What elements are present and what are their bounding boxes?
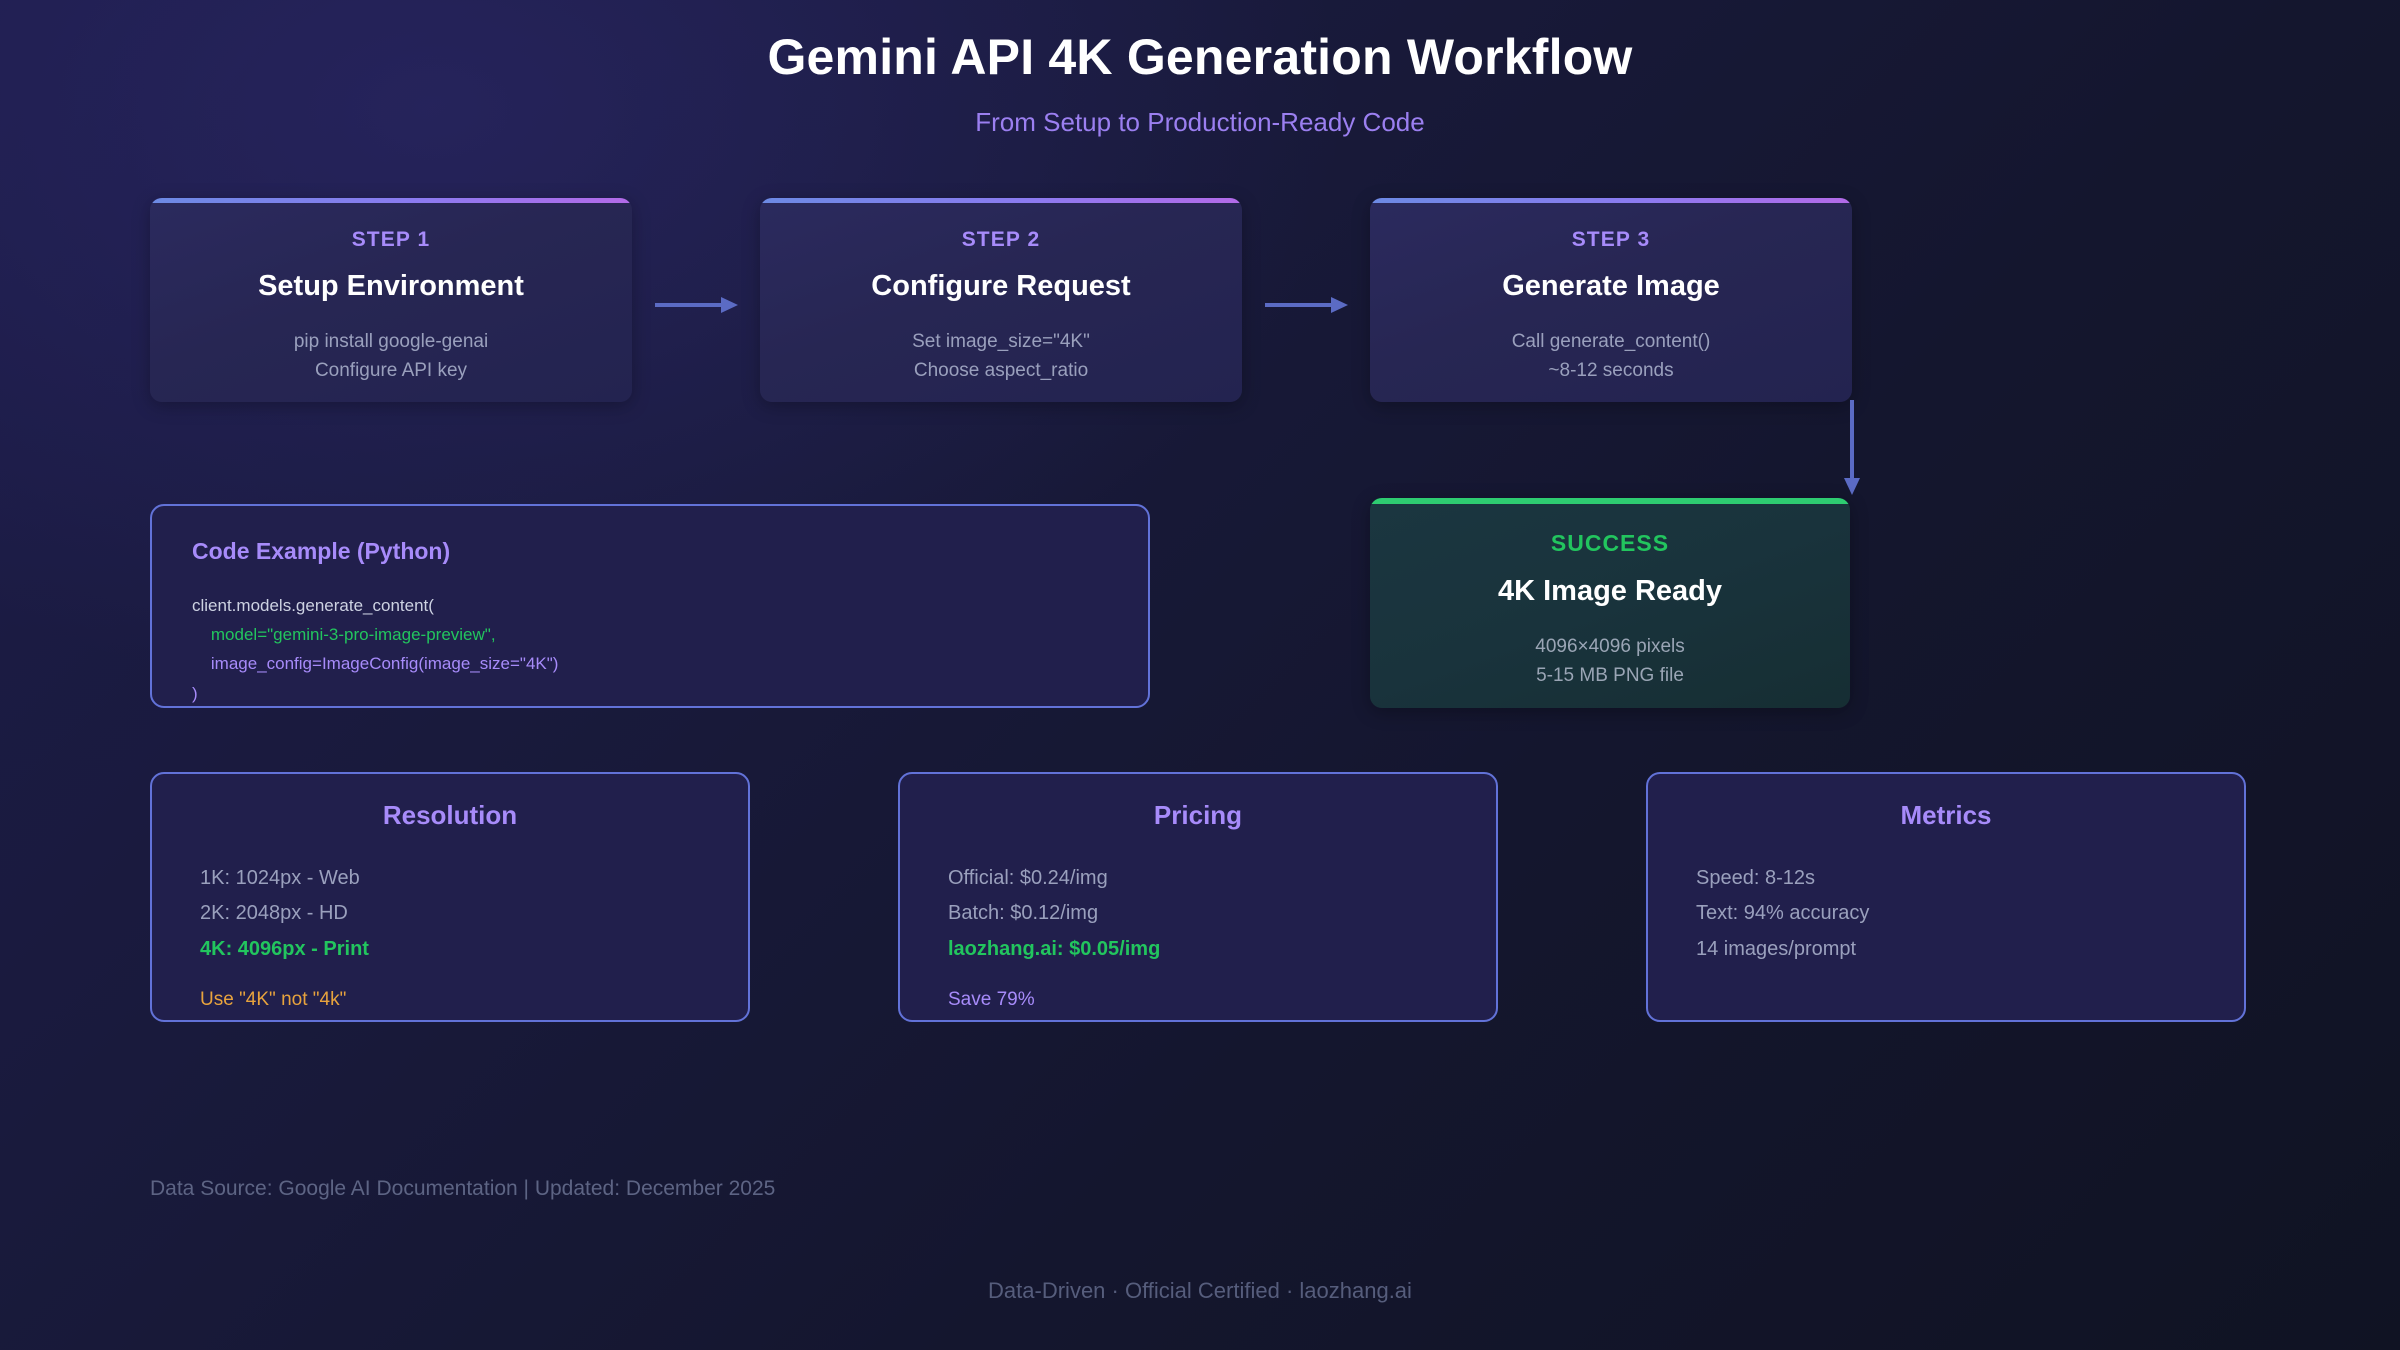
step-detail-line: Choose aspect_ratio (913, 360, 1089, 382)
page-title: Gemini API 4K Generation Workflow (767, 29, 1633, 85)
info-card-resolution: Resolution 1K: 1024px - Web 2K: 2048px -… (150, 772, 750, 1022)
arrow-shaft (1265, 303, 1333, 307)
success-title: 4K Image Ready (1497, 575, 1723, 607)
arrow-shaft (1850, 400, 1854, 480)
step-card-1: STEP 1 Setup Environment pip install goo… (150, 198, 632, 402)
step-label: STEP 3 (1571, 228, 1651, 251)
code-block: client.models.generate_content( model="g… (192, 591, 1108, 708)
arrow-head (1331, 297, 1348, 313)
step-title: Configure Request (871, 270, 1131, 302)
step-detail-line: Set image_size="4K" (912, 331, 1090, 352)
code-line: ) (192, 683, 198, 703)
info-card-title: Metrics (1900, 800, 1992, 830)
info-card-metrics: Metrics Speed: 8-12s Text: 94% accuracy … (1646, 772, 2246, 1022)
success-detail-line: 5-15 MB PNG file (1536, 665, 1684, 687)
info-line: Speed: 8-12s (1696, 867, 1815, 889)
step-detail-line: pip install google-genai (293, 331, 489, 352)
step-detail-line: Configure API key (314, 360, 468, 382)
arrow-right-icon (655, 295, 739, 315)
info-card-title: Pricing (1153, 800, 1243, 830)
step-label: STEP 1 (351, 228, 431, 251)
workflow-steps-row: STEP 1 Setup Environment pip install goo… (150, 198, 1852, 402)
code-panel-heading: Code Example (Python) (192, 538, 451, 564)
info-line: 1K: 1024px - Web (200, 867, 360, 889)
status-badge: SUCCESS (1550, 530, 1670, 556)
success-result-card: SUCCESS 4K Image Ready 4096×4096 pixels … (1370, 498, 1850, 708)
code-line: client.models.generate_content( (192, 596, 434, 615)
page-subtitle: From Setup to Production-Ready Code (975, 107, 1425, 137)
data-source-note: Data Source: Google AI Documentation | U… (150, 1177, 776, 1200)
info-card-title: Resolution (382, 800, 518, 830)
step-detail-line: Call generate_content() (1511, 331, 1711, 352)
header: Gemini API 4K Generation Workflow From S… (0, 30, 2400, 138)
step-card-accent-bar (760, 198, 1242, 203)
step-label: STEP 2 (961, 228, 1041, 251)
step-card-accent-bar (1370, 198, 1852, 203)
step-detail-line: ~8-12 seconds (1548, 360, 1674, 382)
success-detail-line: 4096×4096 pixels (1535, 636, 1685, 657)
arrow-down-icon (1842, 400, 1862, 498)
info-note: Save 79% (948, 989, 1035, 1011)
info-line: Official: $0.24/img (948, 867, 1108, 889)
info-line: 2K: 2048px - HD (200, 902, 348, 925)
arrow-shaft (655, 303, 723, 307)
info-line: 14 images/prompt (1696, 937, 1857, 960)
code-line: image_config=ImageConfig(image_size="4K"… (192, 654, 559, 674)
info-line: Text: 94% accuracy (1696, 902, 1870, 925)
step-title: Generate Image (1502, 270, 1720, 302)
step-card-accent-bar (150, 198, 632, 203)
code-line: model="gemini-3-pro-image-preview", (192, 625, 496, 645)
success-accent-bar (1370, 498, 1850, 504)
info-card-pricing: Pricing Official: $0.24/img Batch: $0.12… (898, 772, 1498, 1022)
info-line-highlight: laozhang.ai: $0.05/img (948, 937, 1161, 960)
code-example-panel: Code Example (Python) client.models.gene… (150, 504, 1150, 708)
info-note: Use "4K" not "4k" (200, 989, 347, 1011)
arrow-right-icon (1265, 295, 1349, 315)
brand-footer: Data-Driven · Official Certified · laozh… (988, 1278, 1412, 1303)
info-line: Batch: $0.12/img (948, 902, 1099, 925)
step-title: Setup Environment (258, 270, 524, 302)
step-card-3: STEP 3 Generate Image Call generate_cont… (1370, 198, 1852, 402)
step-card-2: STEP 2 Configure Request Set image_size=… (760, 198, 1242, 402)
arrow-head (721, 297, 738, 313)
info-line-highlight: 4K: 4096px - Print (200, 937, 369, 960)
arrow-head (1844, 478, 1860, 495)
